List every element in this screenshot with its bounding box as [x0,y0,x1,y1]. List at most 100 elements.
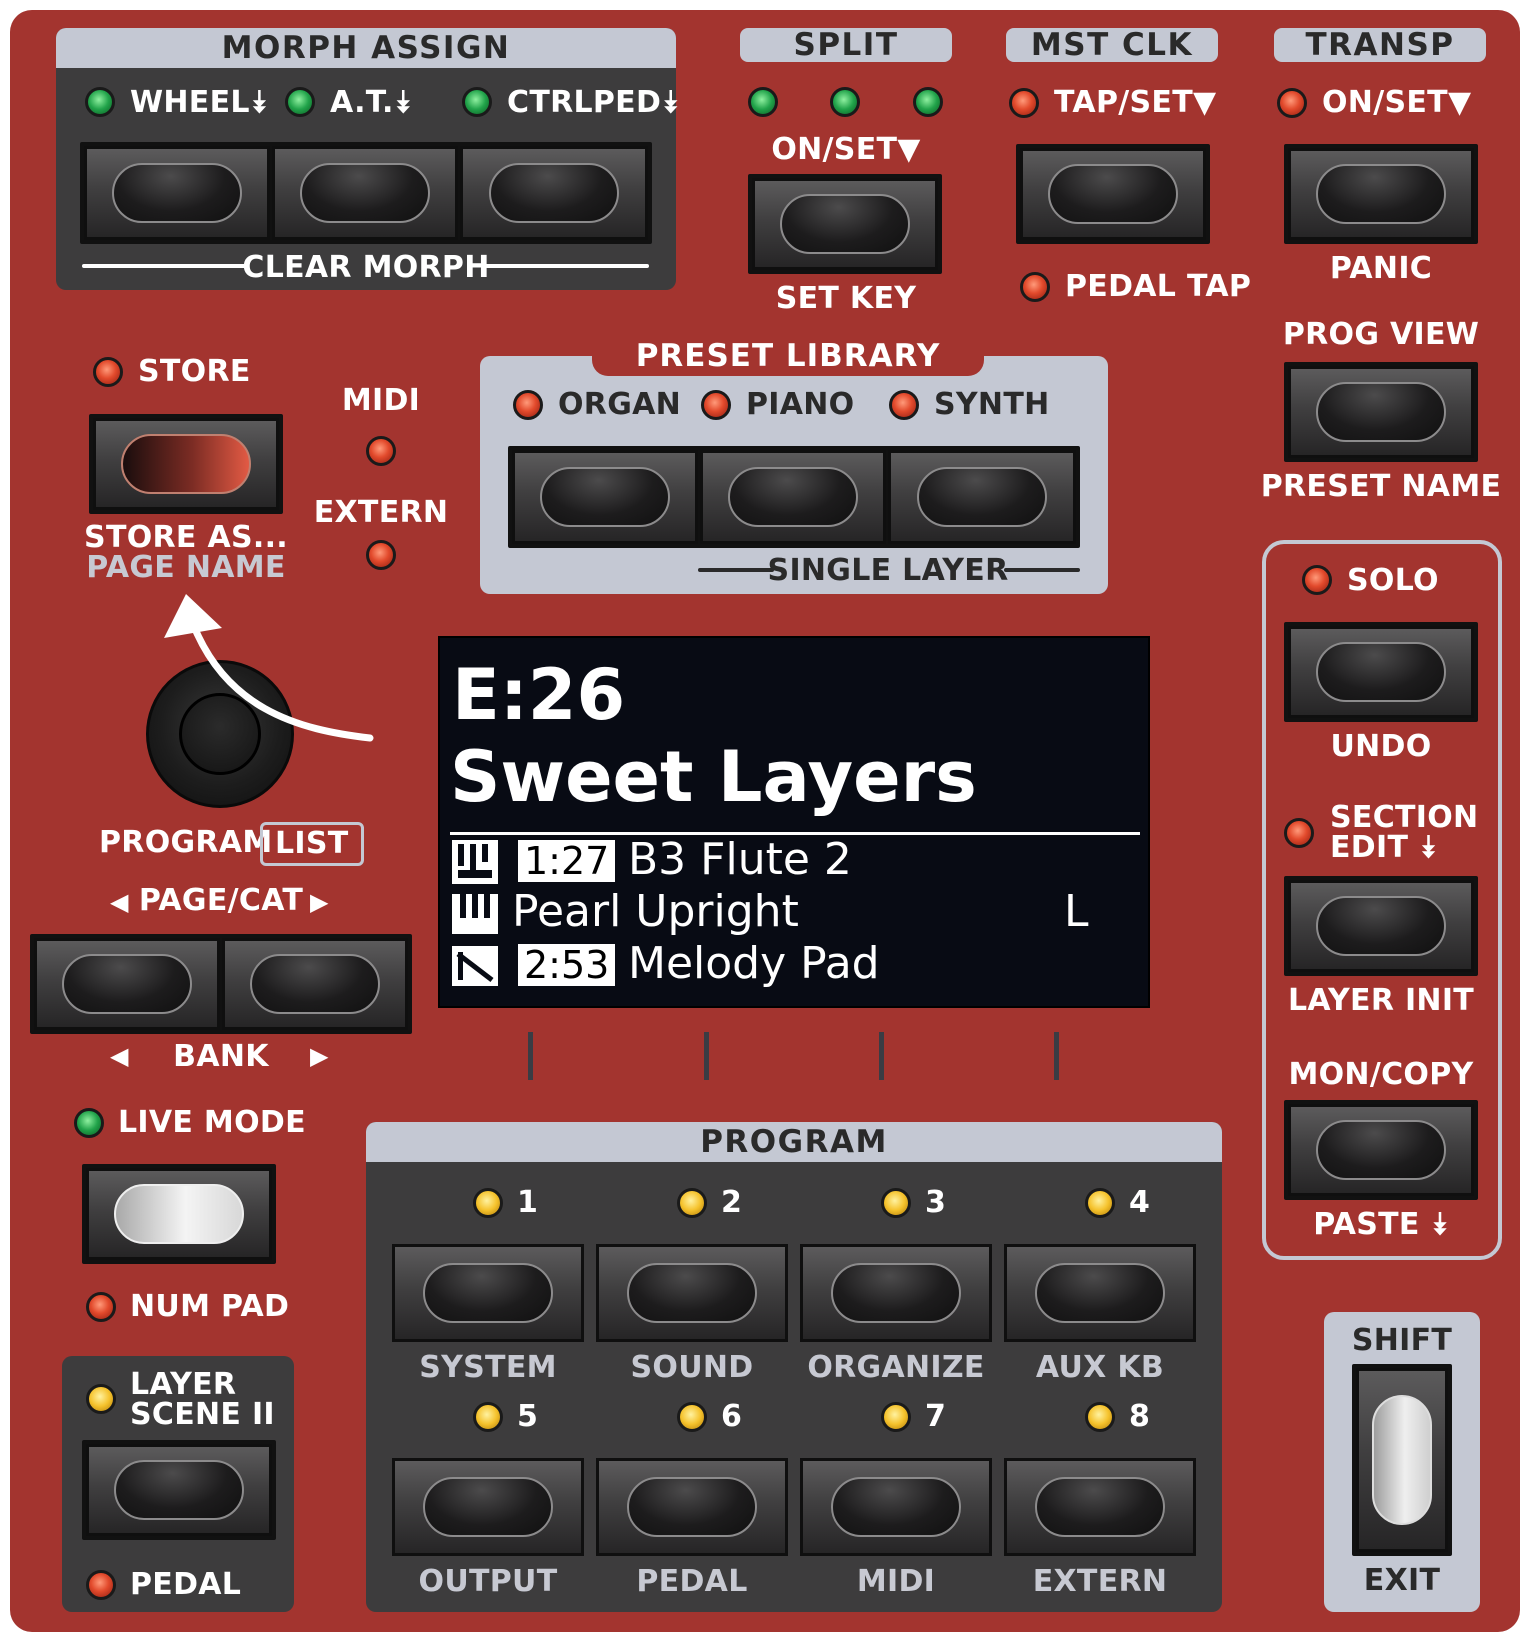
program-button-7[interactable] [800,1458,992,1556]
ctrlped-label: CTRLPED⯯ [507,85,680,120]
store-as-label: STORE AS... [84,520,288,555]
split-button[interactable] [752,178,938,270]
solo-led [1302,565,1332,595]
preset-library-header: PRESET LIBRARY [592,336,984,376]
wheel-led [85,87,115,117]
page-left-button[interactable] [34,938,220,1030]
shift-button[interactable] [1356,1368,1448,1552]
program-button-2[interactable] [596,1244,788,1342]
display-location: E:26 [452,654,626,736]
bank-label: BANK [173,1039,269,1074]
transp-onset-label: ON/SET▼ [1322,85,1472,120]
display-program-name: Sweet Layers [450,736,977,818]
transp-header: TRANSP [1274,28,1486,62]
section-edit-led [1284,818,1314,848]
turn-arrow-icon [164,594,374,742]
panic-label: PANIC [1329,251,1433,286]
set-key-label: SET KEY [775,281,917,316]
solo-button[interactable] [1288,626,1474,718]
live-mode-button[interactable] [86,1168,272,1260]
program-button-8[interactable] [1004,1458,1196,1556]
pagecat-left-arrow-icon: ◀ [110,888,129,916]
shift-label: SHIFT [1351,1323,1453,1358]
program-header: PROGRAM [366,1122,1222,1162]
split-led-2 [830,87,860,117]
program-number-4: 4 [1129,1185,1151,1220]
mon-copy-label: MON/COPY [1288,1057,1474,1092]
synth-button[interactable] [888,450,1076,544]
mst-clk-button[interactable] [1020,148,1206,240]
paste-label: PASTE ⯯ [1313,1207,1449,1242]
pedal-tap-led [1020,272,1050,302]
morph-wheel-button[interactable] [84,146,270,240]
double-arrow-down-icon: ⯯ [249,85,269,120]
program-label: PROGRAM [99,825,273,860]
organ-label: ORGAN [558,387,682,422]
wheel-label: WHEEL⯯ [130,85,269,120]
program-led-6 [677,1402,707,1432]
extern-led [366,540,396,570]
sound-label: SOUND [630,1350,754,1385]
num-pad-label: NUM PAD [130,1289,290,1324]
morph-ctrlped-button[interactable] [460,146,648,240]
at-label: A.T.⯯ [330,85,412,120]
morph-assign-header: MORPH ASSIGN [56,28,676,68]
prog-view-button[interactable] [1288,366,1474,458]
dial-center [179,693,261,775]
clear-morph-label: CLEAR MORPH [242,250,490,285]
section-edit-button[interactable] [1288,880,1474,972]
split-header: SPLIT [740,28,952,62]
edit-label: EDIT ⯯ [1330,830,1438,865]
organize-label: ORGANIZE [807,1350,985,1385]
program-led-1 [473,1188,503,1218]
page-right-button[interactable] [222,938,408,1030]
program-button-1[interactable] [392,1244,584,1342]
undo-label: UNDO [1330,729,1432,764]
pedal-led [86,1570,116,1600]
layer-scene-button[interactable] [86,1444,272,1536]
store-led [93,357,123,387]
bank-right-arrow-icon: ▶ [310,1042,329,1070]
prog-view-label: PROG VIEW [1282,317,1480,352]
piano-button[interactable] [700,450,886,544]
clear-morph-line-left [82,264,247,268]
program-button-4[interactable] [1004,1244,1196,1342]
mon-copy-button[interactable] [1288,1104,1474,1196]
arrow-down-icon: ▼ [1447,85,1472,120]
layer-init-label: LAYER INIT [1287,983,1475,1018]
store-button[interactable] [93,418,279,510]
double-arrow-down-icon: ⯯ [1418,830,1438,865]
preset-name-label: PRESET NAME [1260,469,1502,504]
section-label: SECTION [1330,800,1479,835]
display-divider [450,832,1140,835]
pedal-label: PEDAL [130,1567,242,1602]
display-row3-slot: 2:53 [518,944,616,986]
ctrlped-led [462,87,492,117]
program-led-7 [881,1402,911,1432]
program-button-3[interactable] [800,1244,992,1342]
organ-led [513,390,543,420]
program-button-6[interactable] [596,1458,788,1556]
pagecat-label: PAGE/CAT [138,883,304,918]
program-led-3 [881,1188,911,1218]
split-onset-label: ON/SET▼ [771,132,921,167]
program-number-7: 7 [925,1399,947,1434]
organ-icon [452,840,498,884]
organ-button[interactable] [512,450,698,544]
display-row2-flag: L [1064,886,1089,937]
display-tick-4 [1054,1032,1059,1080]
solo-group-outline [1262,540,1502,1260]
program-dial[interactable] [146,660,294,808]
synth-label: SYNTH [934,387,1050,422]
display-row1-slot: 1:27 [518,840,616,882]
morph-at-button[interactable] [272,146,458,240]
piano-label: PIANO [746,387,855,422]
single-layer-line-right [1004,568,1080,572]
program-button-5[interactable] [392,1458,584,1556]
display-tick-3 [879,1032,884,1080]
layer-label: LAYER [130,1367,237,1402]
pagecat-right-arrow-icon: ▶ [310,888,329,916]
midi-program-label: MIDI [856,1564,936,1599]
lcd-display: E:26 Sweet Layers 1:27 B3 Flute 2 Pearl … [438,636,1150,1008]
transp-button[interactable] [1288,148,1474,240]
